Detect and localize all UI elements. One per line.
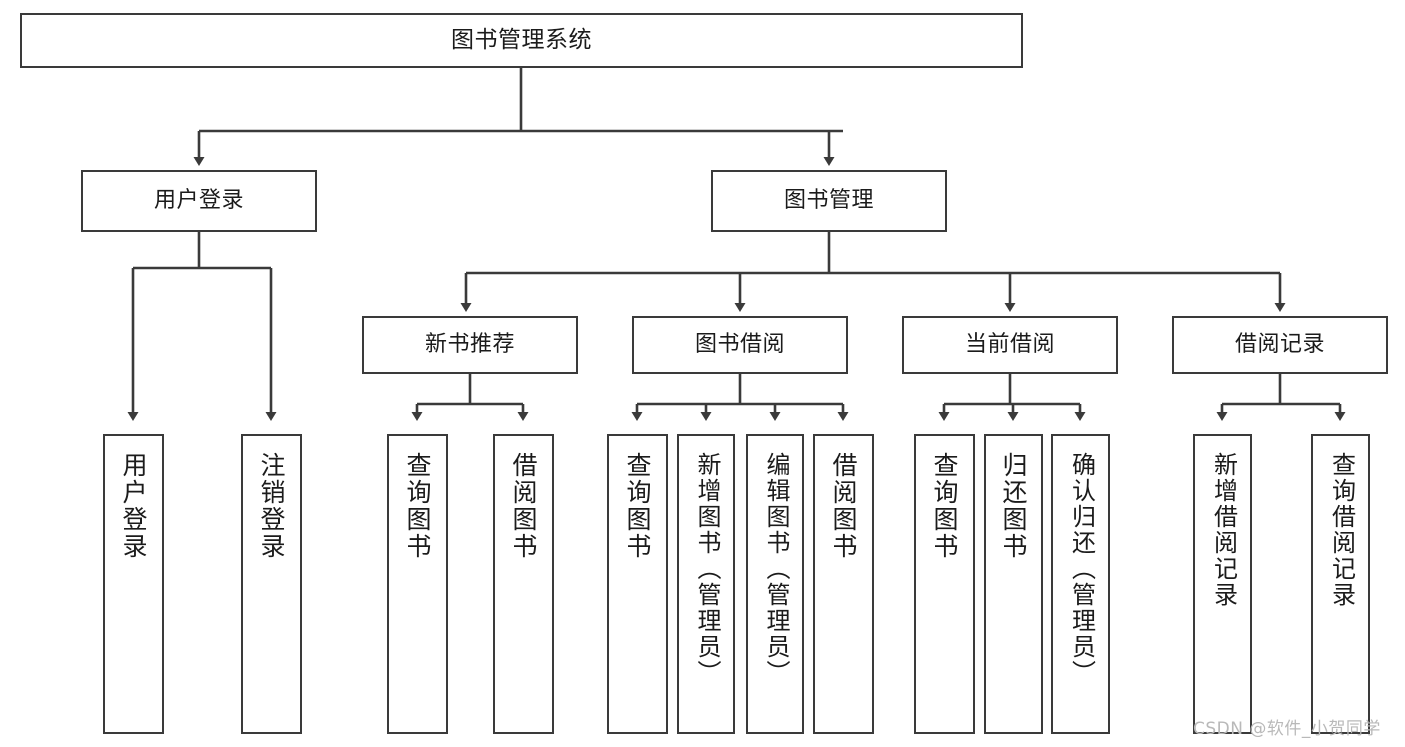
node-label: 查询借阅记录 bbox=[1327, 452, 1356, 608]
node-label: 查询图书 bbox=[403, 452, 432, 560]
node-current-borrow[interactable]: 当前借阅 bbox=[902, 316, 1118, 374]
node-leaf-confirm-return-admin[interactable]: 确认归还（管理员） bbox=[1051, 434, 1110, 734]
node-book-management[interactable]: 图书管理 bbox=[711, 170, 947, 232]
node-leaf-query-book[interactable]: 查询图书 bbox=[607, 434, 668, 734]
node-label: 新增借阅记录 bbox=[1209, 452, 1238, 608]
node-leaf-borrow-book-recommend[interactable]: 借阅图书 bbox=[493, 434, 554, 734]
node-leaf-edit-book-admin[interactable]: 编辑图书（管理员） bbox=[746, 434, 804, 734]
node-label: 归还图书 bbox=[999, 452, 1028, 560]
node-leaf-return-book[interactable]: 归还图书 bbox=[984, 434, 1043, 734]
node-label: 确认归还（管理员） bbox=[1067, 452, 1096, 686]
node-label: 编辑图书（管理员） bbox=[761, 452, 790, 686]
node-borrow-record[interactable]: 借阅记录 bbox=[1172, 316, 1388, 374]
node-leaf-user-login[interactable]: 用户登录 bbox=[103, 434, 164, 734]
node-leaf-query-borrow-record[interactable]: 查询借阅记录 bbox=[1311, 434, 1370, 734]
node-leaf-logout[interactable]: 注销登录 bbox=[241, 434, 302, 734]
node-label: 借阅图书 bbox=[829, 452, 858, 560]
node-leaf-add-book-admin[interactable]: 新增图书（管理员） bbox=[677, 434, 735, 734]
node-label: 新增图书（管理员） bbox=[692, 452, 721, 686]
node-new-book-recommend[interactable]: 新书推荐 bbox=[362, 316, 578, 374]
node-label: 查询图书 bbox=[623, 452, 652, 560]
node-label: 图书管理系统 bbox=[451, 26, 592, 53]
node-label: 注销登录 bbox=[257, 452, 286, 560]
node-user-login[interactable]: 用户登录 bbox=[81, 170, 317, 232]
node-label: 借阅图书 bbox=[509, 452, 538, 560]
node-label: 图书借阅 bbox=[694, 332, 785, 358]
node-leaf-query-book-current[interactable]: 查询图书 bbox=[914, 434, 975, 734]
node-leaf-add-borrow-record[interactable]: 新增借阅记录 bbox=[1193, 434, 1252, 734]
node-label: 用户登录 bbox=[153, 188, 244, 214]
node-label: 查询图书 bbox=[930, 452, 959, 560]
node-root-system[interactable]: 图书管理系统 bbox=[20, 13, 1023, 68]
node-label: 新书推荐 bbox=[424, 332, 515, 358]
node-leaf-borrow-book[interactable]: 借阅图书 bbox=[813, 434, 874, 734]
node-leaf-query-book-recommend[interactable]: 查询图书 bbox=[387, 434, 448, 734]
node-label: 图书管理 bbox=[783, 188, 874, 214]
node-label: 当前借阅 bbox=[964, 332, 1055, 358]
node-label: 用户登录 bbox=[119, 452, 148, 560]
node-label: 借阅记录 bbox=[1234, 332, 1325, 358]
watermark: CSDN @软件_小贺同学 bbox=[1193, 719, 1381, 739]
node-book-borrow[interactable]: 图书借阅 bbox=[632, 316, 848, 374]
